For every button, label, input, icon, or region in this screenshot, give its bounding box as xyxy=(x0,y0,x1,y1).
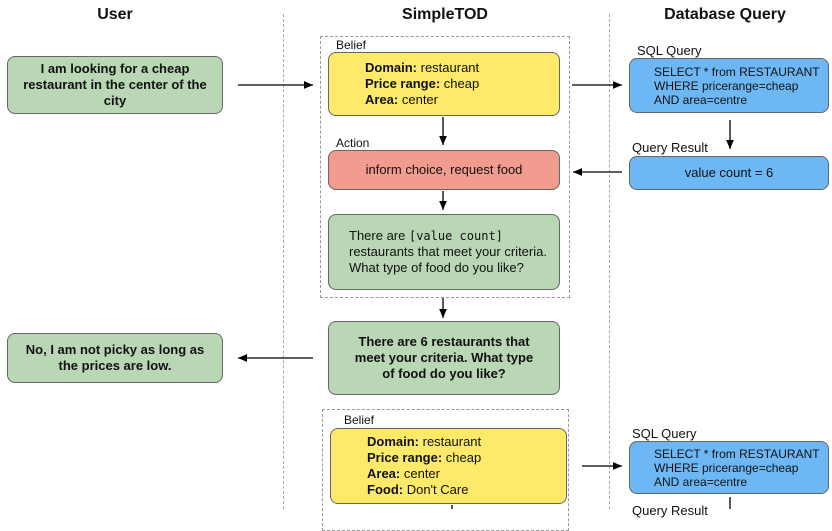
belief-key: Domain: xyxy=(365,60,417,75)
user-utterance-2: No, I am not picky as long as the prices… xyxy=(7,333,223,383)
sql-line: WHERE pricerange=cheap xyxy=(654,460,799,475)
query-result-box: value count = 6 xyxy=(629,156,829,190)
belief-value: cheap xyxy=(442,450,482,465)
user-utterance-1: I am looking for a cheap restaurant in t… xyxy=(7,56,223,114)
sql-line: SELECT * from RESTAURANT xyxy=(654,446,820,461)
query-result-label: Query Result xyxy=(632,140,708,155)
belief-key: Food: xyxy=(367,482,404,497)
belief-label: Belief xyxy=(336,38,367,52)
belief-value: Don't Care xyxy=(403,482,469,497)
delex-slot: [value count] xyxy=(408,229,503,243)
sql-line: SELECT * from RESTAURANT xyxy=(654,64,820,79)
sql-query-label: SQL Query xyxy=(632,426,697,441)
delex-text: There are xyxy=(349,228,409,243)
sql-line: WHERE pricerange=cheap xyxy=(654,78,799,93)
simpletod-group-1 xyxy=(320,36,570,298)
belief-key: Area: xyxy=(367,466,401,481)
delex-text: restaurants that meet your criteria. Wha… xyxy=(349,244,547,275)
belief-value: restaurant xyxy=(417,60,480,75)
belief-label: Belief xyxy=(344,413,375,427)
belief-state-1: Domain: restaurant Price range: cheap Ar… xyxy=(328,52,560,116)
delexicalized-response: There are [value count] restaurants that… xyxy=(328,214,560,290)
belief-key: Area: xyxy=(365,92,399,107)
belief-state-2: Domain: restaurant Price range: cheap Ar… xyxy=(330,428,567,504)
sql-line: AND area=centre xyxy=(654,92,748,107)
action-box: inform choice, request food xyxy=(328,150,560,190)
column-header-user: User xyxy=(97,6,133,23)
belief-key: Domain: xyxy=(367,434,419,449)
column-divider xyxy=(283,14,284,509)
sql-line: AND area=centre xyxy=(654,474,748,489)
column-header-simpletod: SimpleTOD xyxy=(402,6,488,23)
belief-key: Price range: xyxy=(367,450,443,465)
column-header-database: Database Query xyxy=(664,6,786,23)
belief-value: center xyxy=(400,466,440,481)
belief-value: cheap xyxy=(440,76,480,91)
sql-query-label: SQL Query xyxy=(637,43,702,58)
belief-value: restaurant xyxy=(419,434,482,449)
column-divider xyxy=(609,14,610,509)
lexicalized-response: There are 6 restaurants that meet your c… xyxy=(328,321,560,395)
belief-value: center xyxy=(398,92,438,107)
arrows xyxy=(238,81,734,509)
belief-key: Price range: xyxy=(365,76,441,91)
action-label: Action xyxy=(336,136,370,150)
